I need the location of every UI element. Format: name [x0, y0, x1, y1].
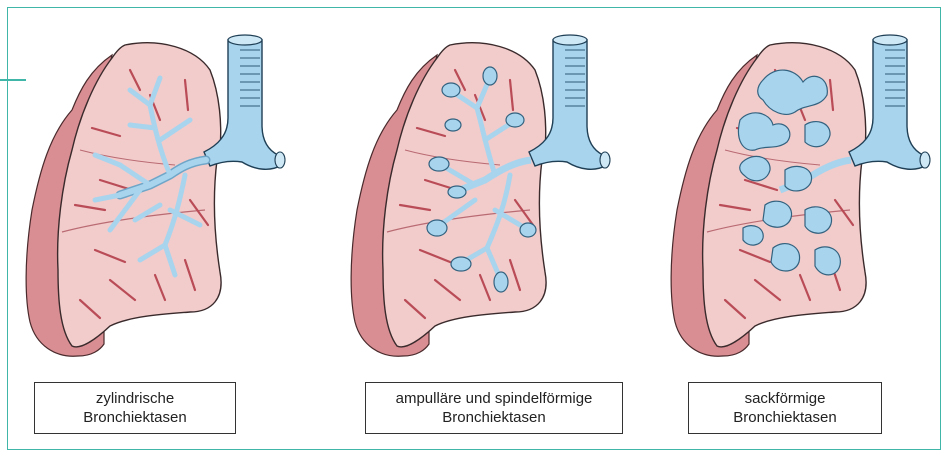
- label-cylindrical-line1: zylindrische: [96, 389, 174, 408]
- label-ampullary-line1: ampulläre und spindelförmige: [396, 389, 593, 408]
- label-saccular-line2: Bronchiektasen: [733, 408, 836, 427]
- label-cylindrical: zylindrische Bronchiektasen: [34, 382, 236, 434]
- lung-panel-3: [671, 35, 930, 356]
- lung-panel-1: [26, 35, 285, 356]
- label-cylindrical-line2: Bronchiektasen: [83, 408, 186, 427]
- lung-panel-2: [351, 35, 610, 356]
- label-saccular-line1: sackförmige: [745, 389, 826, 408]
- label-ampullary-line2: Bronchiektasen: [442, 408, 545, 427]
- label-ampullary: ampulläre und spindelförmige Bronchiekta…: [365, 382, 623, 434]
- label-saccular: sackförmige Bronchiektasen: [688, 382, 882, 434]
